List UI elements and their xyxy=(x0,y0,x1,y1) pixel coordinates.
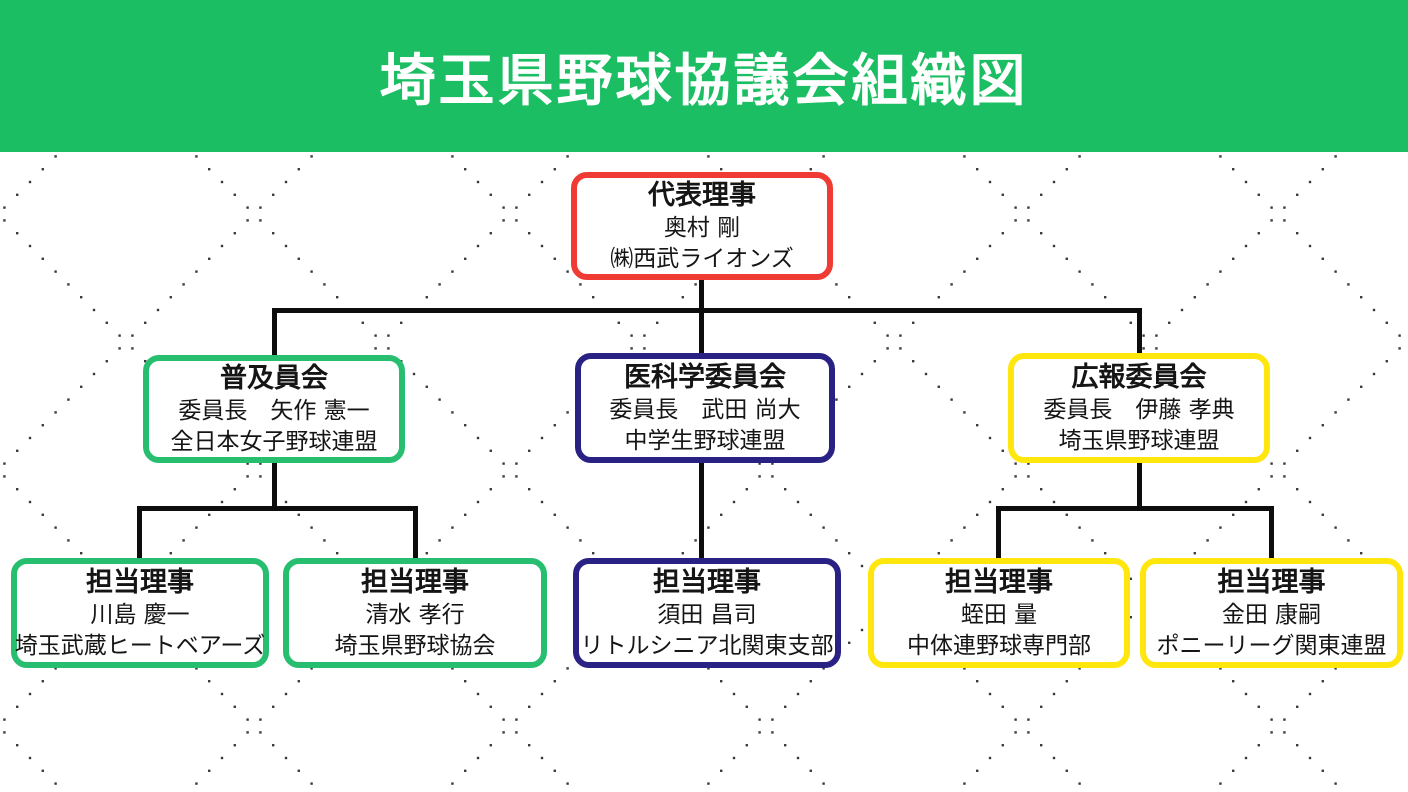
node-person: 清水 孝行 xyxy=(365,601,465,628)
connector-committee1-up xyxy=(272,308,277,358)
node-person: 須田 昌司 xyxy=(657,601,757,628)
node-org: 全日本女子野球連盟 xyxy=(170,428,378,455)
node-person: 委員長 矢作 憲一 xyxy=(178,397,370,424)
connector-director4-up xyxy=(996,506,1001,560)
connector-yellow-horizontal xyxy=(996,506,1274,511)
node-director-kawashima: 担当理事 川島 慶一 埼玉武蔵ヒートベアーズ xyxy=(11,558,269,668)
node-title: 広報委員会 xyxy=(1071,361,1207,393)
node-title: 担当理事 xyxy=(653,566,761,598)
node-org: 埼玉武蔵ヒートベアーズ xyxy=(14,632,266,659)
connector-main-horizontal xyxy=(272,308,1142,313)
node-person: 金田 康嗣 xyxy=(1221,601,1322,628)
node-title: 代表理事 xyxy=(648,179,756,211)
title-banner: 埼玉県野球協議会組織図 xyxy=(0,0,1408,152)
page-title: 埼玉県野球協議会組織図 xyxy=(379,48,1029,114)
node-org: リトルシニア北関東支部 xyxy=(580,632,834,659)
node-title: 担当理事 xyxy=(945,566,1053,598)
node-person: 委員長 武田 尚大 xyxy=(609,396,801,423)
connector-committee1-down xyxy=(272,461,277,509)
node-committee-medical-science: 医科学委員会 委員長 武田 尚大 中学生野球連盟 xyxy=(575,353,835,463)
node-committee-promotion: 普及員会 委員長 矢作 憲一 全日本女子野球連盟 xyxy=(143,355,405,463)
node-org: ㈱西武ライオンズ xyxy=(610,245,794,272)
node-director-hiruta: 担当理事 蛭田 量 中体連野球専門部 xyxy=(868,558,1130,668)
node-person: 委員長 伊藤 孝典 xyxy=(1043,396,1235,423)
connector-director1-up xyxy=(137,506,142,560)
node-person: 川島 慶一 xyxy=(90,601,190,628)
node-title: 担当理事 xyxy=(361,566,469,598)
node-org: 中学生野球連盟 xyxy=(624,427,786,454)
connector-committee3-down xyxy=(1137,461,1142,509)
connector-root-down xyxy=(699,280,704,312)
connector-committee3-up xyxy=(1137,308,1142,356)
node-director-suda: 担当理事 須田 昌司 リトルシニア北関東支部 xyxy=(573,558,841,668)
node-title: 担当理事 xyxy=(86,566,194,598)
node-director-kaneda: 担当理事 金田 康嗣 ポニーリーグ関東連盟 xyxy=(1140,558,1403,668)
node-title: 普及員会 xyxy=(220,362,328,394)
node-org: 埼玉県野球協会 xyxy=(334,632,496,659)
node-director-shimizu: 担当理事 清水 孝行 埼玉県野球協会 xyxy=(283,558,547,668)
connector-director2-up xyxy=(413,506,418,560)
node-org: ポニーリーグ関東連盟 xyxy=(1156,632,1387,659)
node-org: 埼玉県野球連盟 xyxy=(1058,427,1220,454)
connector-director5-up xyxy=(1269,506,1274,560)
node-committee-public-relations: 広報委員会 委員長 伊藤 孝典 埼玉県野球連盟 xyxy=(1008,353,1270,463)
node-org: 中体連野球専門部 xyxy=(907,632,1091,659)
node-representative-director: 代表理事 奥村 剛 ㈱西武ライオンズ xyxy=(571,172,833,280)
node-title: 担当理事 xyxy=(1217,566,1326,598)
node-person: 奥村 剛 xyxy=(663,214,741,241)
connector-green-horizontal xyxy=(137,506,418,511)
connector-committee2-up xyxy=(699,308,704,356)
node-title: 医科学委員会 xyxy=(624,361,786,393)
node-person: 蛭田 量 xyxy=(960,601,1038,628)
connector-committee2-down xyxy=(699,461,704,560)
